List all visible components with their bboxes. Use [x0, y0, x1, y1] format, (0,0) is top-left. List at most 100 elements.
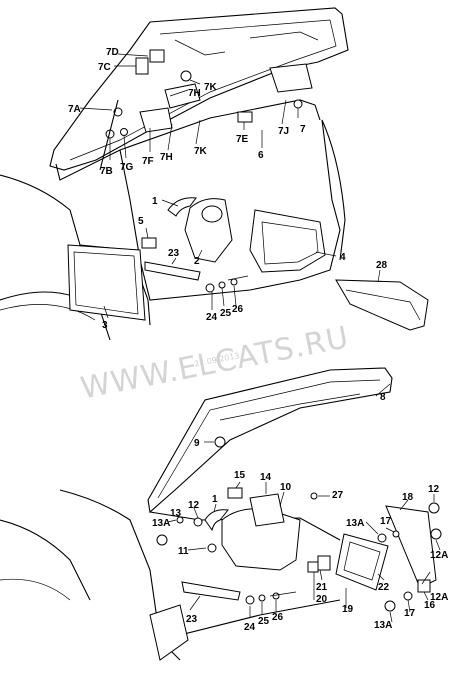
label-7e: 7E: [236, 134, 249, 145]
label-7h-2: 7H: [160, 152, 173, 163]
label-23: 23: [168, 248, 180, 259]
top-assembly: 7D 7C 7H 7K 7A 7J 7 7E 6 7B 7G 7F 7H 7K …: [0, 7, 429, 341]
trunk-outline: [119, 119, 341, 301]
part-12: [193, 517, 203, 527]
label-b24: 24: [244, 622, 256, 633]
label-4: 4: [340, 252, 346, 263]
label-b11: 11: [178, 546, 189, 557]
part-7d: [149, 49, 165, 63]
label-b13a-lower: 13A: [374, 620, 392, 631]
label-7d: 7D: [106, 47, 119, 58]
label-b12-right: 12: [428, 484, 440, 495]
label-7f: 7F: [142, 156, 154, 167]
label-b13: 13: [170, 508, 182, 519]
label-b18: 18: [402, 492, 414, 503]
part-13a-lower: [384, 600, 396, 612]
label-b12a-lower: 12A: [430, 592, 448, 603]
part-13: [176, 516, 184, 524]
part-7: [293, 99, 303, 109]
label-b13a: 13A: [152, 518, 170, 529]
hatch-opening-line: [55, 99, 321, 181]
label-7k-2: 7K: [194, 146, 208, 157]
part-7j: [269, 63, 313, 93]
hatch-open-outline: [147, 367, 393, 514]
label-b17-lower: 17: [404, 608, 416, 619]
label-b13a-right: 13A: [346, 518, 364, 529]
label-b10: 10: [280, 482, 292, 493]
side-trim-panel: [249, 209, 326, 273]
label-b27: 27: [332, 490, 344, 501]
lower-body-side: [59, 489, 181, 661]
part-16: [417, 579, 431, 593]
label-b16: 16: [424, 600, 436, 611]
label-b17: 17: [380, 516, 392, 527]
part-7a: [113, 107, 123, 117]
label-7: 7: [300, 124, 306, 135]
label-7k: 7K: [204, 82, 218, 93]
part-13a: [156, 534, 168, 546]
part-7e: [237, 111, 253, 123]
storage-box: [335, 279, 429, 331]
label-1: 1: [152, 196, 158, 207]
label-b25: 25: [258, 616, 270, 627]
left-trim-panel: [67, 244, 146, 321]
label-b1: 1: [212, 494, 218, 505]
taillight: [149, 604, 189, 661]
part-13a-right: [377, 533, 387, 543]
part-20: [307, 561, 319, 573]
part-11: [207, 543, 217, 553]
label-b19: 19: [342, 604, 354, 615]
label-7h: 7H: [188, 88, 201, 99]
part-9: [214, 436, 226, 448]
label-7g: 7G: [120, 162, 134, 173]
part-7f: [139, 107, 173, 133]
label-b8: 8: [380, 392, 386, 403]
label-b23: 23: [186, 614, 198, 625]
part-17-lower: [403, 591, 413, 601]
label-b14: 14: [260, 472, 272, 483]
label-6: 6: [258, 150, 264, 161]
part-17: [392, 530, 400, 538]
bracket-part-1: [167, 197, 197, 217]
label-b15: 15: [234, 470, 246, 481]
part-7h: [164, 83, 201, 109]
part-27: [310, 492, 318, 500]
label-25: 25: [220, 308, 232, 319]
label-3: 3: [102, 320, 108, 331]
label-2: 2: [194, 256, 200, 267]
label-b12a: 12A: [430, 550, 448, 561]
part-7g: [120, 128, 128, 136]
part-12a: [430, 528, 442, 540]
part-14: [249, 493, 285, 527]
part-21: [317, 555, 331, 571]
label-28: 28: [376, 260, 388, 271]
leader-lines-bottom: [167, 383, 441, 623]
part-18: [385, 505, 437, 589]
tailgate-inner-line: [69, 19, 337, 161]
part-15: [227, 487, 243, 499]
label-7j: 7J: [278, 126, 289, 137]
label-7a: 7A: [68, 104, 81, 115]
label-26: 26: [232, 304, 244, 315]
label-b22: 22: [378, 582, 390, 593]
bottom-assembly: 8 9 15 14 10 27 1 12 13A 13 11 18 12 13A…: [0, 367, 448, 661]
lower-sill-strip: [181, 581, 241, 601]
label-b12: 12: [188, 500, 200, 511]
gas-strut: [99, 99, 119, 171]
part-7k: [180, 70, 192, 82]
label-24: 24: [206, 312, 218, 323]
label-b26: 26: [272, 612, 284, 623]
part-1-lower: [204, 509, 229, 532]
sill-strip: [144, 261, 201, 281]
part-12-right: [428, 502, 440, 514]
label-b20: 20: [316, 594, 328, 605]
light-part-5: [141, 237, 157, 249]
label-7c: 7C: [98, 62, 111, 73]
label-7b: 7B: [100, 166, 113, 177]
label-b9: 9: [194, 438, 200, 449]
part-7c: [135, 57, 149, 75]
leader-lines-top: [79, 53, 381, 319]
label-b21: 21: [316, 582, 328, 593]
